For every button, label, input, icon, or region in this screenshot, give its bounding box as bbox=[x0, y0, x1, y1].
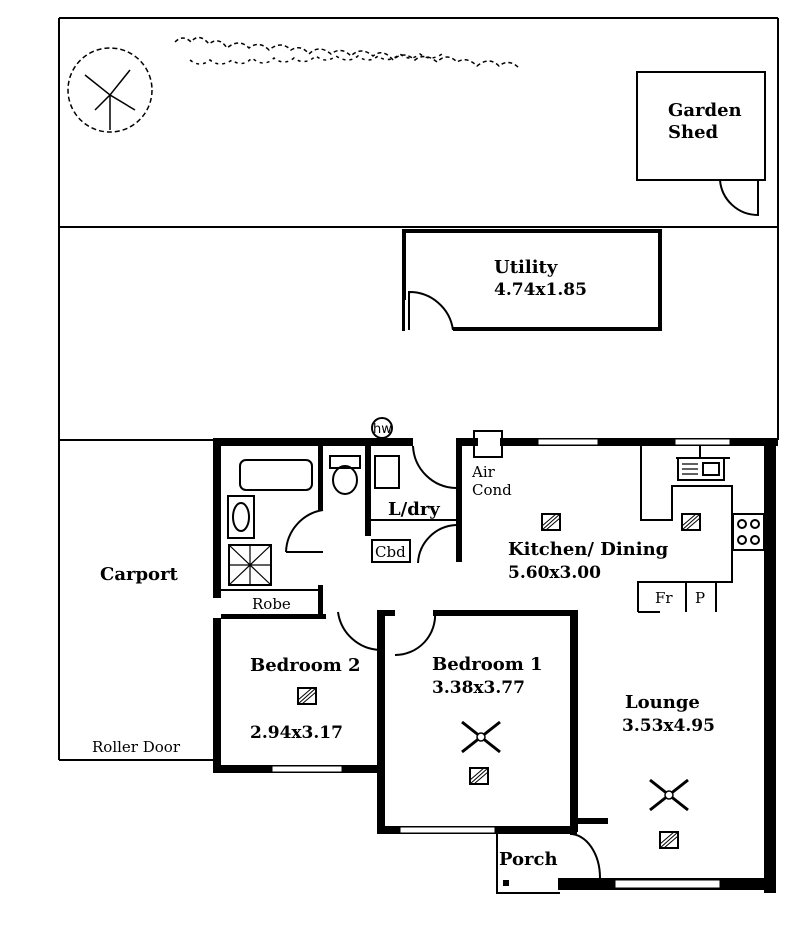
ceiling-fan-icon bbox=[461, 720, 501, 754]
light-icon bbox=[659, 831, 679, 849]
shed-door-icon bbox=[719, 179, 759, 217]
garden-shed-label-1: Garden bbox=[668, 100, 742, 121]
hot-water-label: hw bbox=[373, 422, 392, 437]
pantry-label: P bbox=[695, 589, 705, 607]
bedroom2-label: Bedroom 2 bbox=[250, 655, 361, 676]
light-icon bbox=[297, 687, 317, 705]
cupboard bbox=[371, 539, 411, 563]
lounge-label: Lounge bbox=[625, 692, 700, 713]
laundry-label: L/dry bbox=[388, 499, 440, 520]
laundry-door-icon bbox=[417, 524, 457, 564]
kitchen-size: 5.60x3.00 bbox=[508, 563, 601, 583]
sink-icon bbox=[677, 457, 725, 481]
bathroom-door-icon bbox=[285, 509, 324, 553]
garden-shed-label-2: Shed bbox=[668, 122, 719, 143]
aircon-label-1: Air bbox=[471, 463, 496, 481]
aircon-label-2: Cond bbox=[472, 481, 512, 499]
carport-label: Carport bbox=[100, 564, 179, 585]
tree-icon bbox=[67, 47, 153, 133]
robe-label: Robe bbox=[252, 595, 291, 613]
front-door-icon bbox=[569, 833, 601, 879]
hot-water-icon: hw bbox=[371, 417, 393, 439]
garden-hedge bbox=[67, 36, 520, 133]
kitchen-label: Kitchen/ Dining bbox=[508, 539, 669, 560]
bathroom bbox=[227, 455, 361, 586]
porch: Porch bbox=[496, 833, 601, 894]
fridge-label: Fr bbox=[655, 589, 673, 607]
light-icon bbox=[469, 767, 489, 785]
porch-label: Porch bbox=[499, 849, 558, 870]
utility-size: 4.74x1.85 bbox=[494, 280, 587, 300]
light-icon bbox=[541, 513, 561, 531]
utility-label: Utility bbox=[494, 257, 558, 278]
air-conditioner bbox=[473, 430, 503, 458]
lounge: Lounge 3.53x4.95 bbox=[622, 692, 715, 849]
utility-door-icon bbox=[408, 290, 454, 331]
light-icon bbox=[681, 513, 701, 531]
bedroom-2: Bedroom 2 2.94x3.17 bbox=[250, 655, 361, 743]
cupboard-label: Cbd bbox=[375, 543, 406, 561]
lounge-size: 3.53x4.95 bbox=[622, 716, 715, 736]
bath-icon bbox=[239, 459, 313, 491]
laundry: L/dry Cbd hw bbox=[371, 417, 457, 564]
bedroom-1: Bedroom 1 3.38x3.77 bbox=[432, 654, 543, 785]
kitchen-dining: Air Cond Kitchen/ Dining 5.60x3.00 Fr P bbox=[471, 430, 765, 613]
utility-building: Utility 4.74x1.85 bbox=[402, 229, 662, 332]
vanity-icon bbox=[227, 495, 255, 539]
basin-icon bbox=[232, 502, 250, 532]
bedroom2-size: 2.94x3.17 bbox=[250, 723, 343, 743]
roller-door-label: Roller Door bbox=[92, 738, 181, 756]
trough-icon bbox=[374, 455, 400, 489]
hall-doors bbox=[337, 611, 437, 657]
interior-partitions bbox=[221, 446, 462, 619]
bedroom1-size: 3.38x3.77 bbox=[432, 678, 525, 698]
carport: Carport Roller Door bbox=[92, 564, 181, 756]
shower-icon bbox=[228, 544, 272, 586]
garden-shed: Garden Shed bbox=[636, 71, 766, 217]
site-boundary bbox=[58, 17, 779, 761]
house-walls bbox=[213, 438, 778, 893]
ceiling-fan-icon bbox=[649, 778, 689, 812]
cooktop-icon bbox=[732, 513, 765, 551]
laundry-external-door-icon bbox=[412, 445, 457, 489]
toilet-icon bbox=[329, 455, 361, 495]
post-icon bbox=[503, 880, 509, 886]
bedroom1-label: Bedroom 1 bbox=[432, 654, 543, 675]
